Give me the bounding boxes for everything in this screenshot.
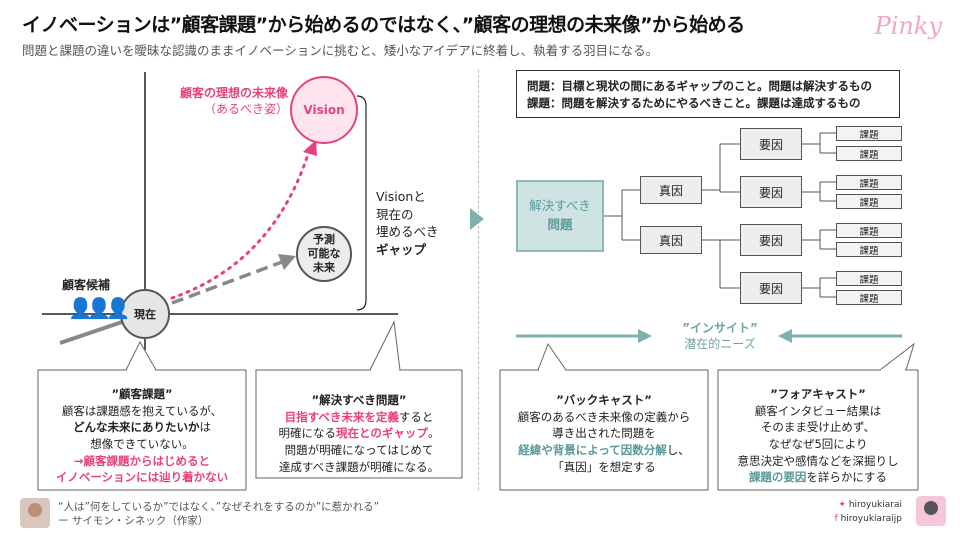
callout-kaiketsu-mondai: ”解決すべき問題” 目指すべき未来を定義すると 明確になる現在とのギャップ。 問… bbox=[256, 392, 462, 475]
tree-youin-node: 要因 bbox=[740, 272, 802, 304]
callout-kokyaku-line-5: イノベーションには辿り着かない bbox=[55, 470, 229, 485]
callout-backcast-box bbox=[499, 369, 709, 491]
customer-candidates-label: 顧客候補 bbox=[62, 278, 111, 292]
quote-text: “人は”何をしているか”ではなく、”なぜそれをするのか”に惹かれる” bbox=[58, 501, 380, 513]
callout-kokyaku-line-3: 想像できていない。 bbox=[90, 437, 194, 452]
tree-kadai-node: 課題 bbox=[836, 126, 902, 141]
vision-label-title: 顧客の理想の未来像 bbox=[179, 86, 288, 100]
callout-forecast: ”フォアキャスト” 顧客インタビュー結果は そのまま受け止めず、 なぜなぜ5回に… bbox=[718, 386, 918, 486]
callout-backcast-line-1: 顧客のあるべき未来像の定義から bbox=[517, 409, 691, 424]
current-circle: 現在 bbox=[120, 289, 170, 339]
tree-connectors bbox=[604, 132, 836, 298]
footer-quote: “人は”何をしているか”ではなく、”なぜそれをするのか”に惹かれる” ー サイモ… bbox=[58, 500, 379, 528]
predictable-line-2: 可能な bbox=[307, 247, 341, 261]
social-twitter[interactable]: ✦ hiroyukiarai bbox=[838, 500, 902, 510]
author-avatar bbox=[20, 498, 50, 528]
vision-arrowhead bbox=[303, 140, 317, 156]
tree-kadai-node: 課題 bbox=[836, 146, 902, 161]
gap-label: Visionと 現在の 埋めるべき ギャップ bbox=[376, 188, 439, 258]
tree-shinin-node: 真因 bbox=[640, 226, 702, 254]
tree-youin-node: 要因 bbox=[740, 128, 802, 160]
callout-backcast-line-3-teal: 経緯や背景によって因数分解 bbox=[518, 443, 667, 458]
page-title: イノベーションは”顧客課題”から始めるのではなく、”顧客の理想の未来像”から始め… bbox=[22, 14, 745, 36]
people-icon: 👤👤👤 bbox=[68, 296, 131, 320]
forecast-arrow bbox=[171, 260, 283, 305]
tree-youin-node: 要因 bbox=[740, 176, 802, 208]
insight-sub: 潜在的ニーズ bbox=[684, 337, 756, 352]
facebook-icon: f bbox=[834, 514, 838, 524]
callout-kaiketsu-heading: ”解決すべき問題” bbox=[311, 393, 407, 407]
callout-kaiketsu-line-2-end: 。 bbox=[427, 426, 440, 441]
callout-forecast-line-5-rest: を詳らかにする bbox=[806, 470, 888, 485]
predictable-future-circle: 予測 可能な 未来 bbox=[296, 226, 352, 282]
callout-backcast-heading: ”バックキャスト” bbox=[556, 393, 652, 407]
quote-author: ー サイモン・シネック（作家） bbox=[58, 515, 209, 528]
definitions-box: 問題：目標と現状の間にあるギャップのこと。問題は解決するもの 課題：問題を解決す… bbox=[516, 70, 900, 118]
tree-kadai-node: 課題 bbox=[836, 175, 902, 190]
callout-forecast-line-2: そのまま受け止めず、 bbox=[760, 420, 876, 435]
callout-kokyaku-kadai: ”顧客課題” 顧客は課題感を抱えているが、 どんな未来にありたいかは 想像できて… bbox=[38, 386, 246, 486]
vision-circle: Vision bbox=[290, 76, 358, 144]
vision-label-sub: （あるべき姿） bbox=[203, 101, 288, 116]
social-facebook[interactable]: f hiroyukiaraijp bbox=[835, 514, 902, 524]
vision-label: 顧客の理想の未来像 （あるべき姿） bbox=[160, 86, 288, 117]
callout-backcast-line-3-rest: し、 bbox=[666, 443, 690, 458]
facebook-handle: hiroyukiaraijp bbox=[840, 514, 902, 524]
callout-kadai-box bbox=[37, 369, 247, 491]
gap-line-2: 現在の bbox=[376, 206, 414, 222]
gap-line-3: 埋めるべき bbox=[376, 224, 439, 239]
gap-line-4: ギャップ bbox=[376, 241, 427, 257]
twitter-icon: ✦ bbox=[838, 500, 846, 510]
callout-forecast-line-4: 意思決定や感情などを深掘りし bbox=[737, 453, 899, 468]
callout-kaiketsu-line-2-a: 明確になる bbox=[278, 426, 337, 441]
flow-arrow-icon bbox=[470, 208, 484, 230]
insight-label: ”インサイト” 潜在的ニーズ bbox=[650, 320, 790, 352]
gap-bracket bbox=[356, 95, 367, 311]
gap-line-1: Visionと bbox=[376, 189, 426, 204]
callout-forecast-box bbox=[717, 369, 919, 491]
tree-youin-node: 要因 bbox=[740, 224, 802, 256]
callout-kaiketsu-line-4: 達成すべき課題が明確になる。 bbox=[278, 459, 440, 474]
callout-kaiketsu-line-3: 問題が明確になってはじめて bbox=[284, 443, 434, 458]
callout-kokyaku-line-2-bold: どんな未来にありたいか bbox=[73, 420, 200, 435]
callout-forecast-heading: ”フォアキャスト” bbox=[770, 387, 866, 401]
callout-kokyaku-line-1: 顧客は課題感を抱えているが、 bbox=[61, 403, 223, 418]
callout-kaiketsu-line-1-rest: すると bbox=[398, 409, 434, 424]
brand-logo: Pinky bbox=[874, 12, 942, 40]
predictable-line-3: 未来 bbox=[313, 260, 335, 274]
predictable-line-1: 予測 bbox=[313, 233, 335, 247]
callout-kokyaku-line-4: →顧客課題からはじめると bbox=[73, 453, 211, 468]
vision-arrow bbox=[170, 146, 312, 300]
callout-kaiketsu-line-1-pink: 目指すべき未来を定義 bbox=[284, 409, 399, 424]
tree-kadai-node: 課題 bbox=[836, 271, 902, 286]
presenter-avatar bbox=[916, 496, 946, 526]
tree-kadai-node: 課題 bbox=[836, 242, 902, 257]
tree-kadai-node: 課題 bbox=[836, 290, 902, 305]
callout-backcast-line-2: 導き出された問題を bbox=[552, 426, 656, 441]
insight-title: ”インサイト” bbox=[682, 321, 758, 335]
tree-root-line-1: 解決すべき bbox=[529, 198, 591, 214]
forecast-arrowhead bbox=[278, 254, 296, 270]
callout-forecast-line-3: なぜなぜ5回により bbox=[768, 437, 868, 452]
tree-kadai-node: 課題 bbox=[836, 194, 902, 209]
callout-forecast-line-5-teal: 課題の要因 bbox=[748, 470, 807, 485]
callout-kokyaku-line-2-rest: は bbox=[199, 420, 212, 435]
callout-backcast-line-4: 「真因」を想定する bbox=[552, 459, 656, 474]
definition-mondai: 問題：目標と現状の間にあるギャップのこと。問題は解決するもの bbox=[527, 79, 872, 93]
tree-shinin-node: 真因 bbox=[640, 176, 702, 204]
callout-forecast-line-1: 顧客インタビュー結果は bbox=[754, 403, 882, 418]
page-subtitle: 問題と課題の違いを曖昧な認識のままイノベーションに挑むと、矮小なアイデアに終着し… bbox=[22, 43, 659, 58]
definition-kadai: 課題：問題を解決するためにやるべきこと。課題は達成するもの bbox=[527, 96, 861, 111]
tree-root-node: 解決すべき 問題 bbox=[516, 180, 604, 252]
callout-kokyaku-heading: ”顧客課題” bbox=[111, 387, 173, 401]
section-divider bbox=[478, 70, 479, 490]
callout-kaiketsu-line-2-pink: 現在とのギャップ bbox=[336, 426, 428, 441]
tree-kadai-node: 課題 bbox=[836, 223, 902, 238]
callout-backcast: ”バックキャスト” 顧客のあるべき未来像の定義から 導き出された問題を 経緯や背… bbox=[500, 392, 708, 475]
twitter-handle: hiroyukiarai bbox=[848, 500, 902, 510]
tree-root-line-2: 問題 bbox=[547, 217, 573, 232]
trend-line bbox=[59, 320, 123, 345]
